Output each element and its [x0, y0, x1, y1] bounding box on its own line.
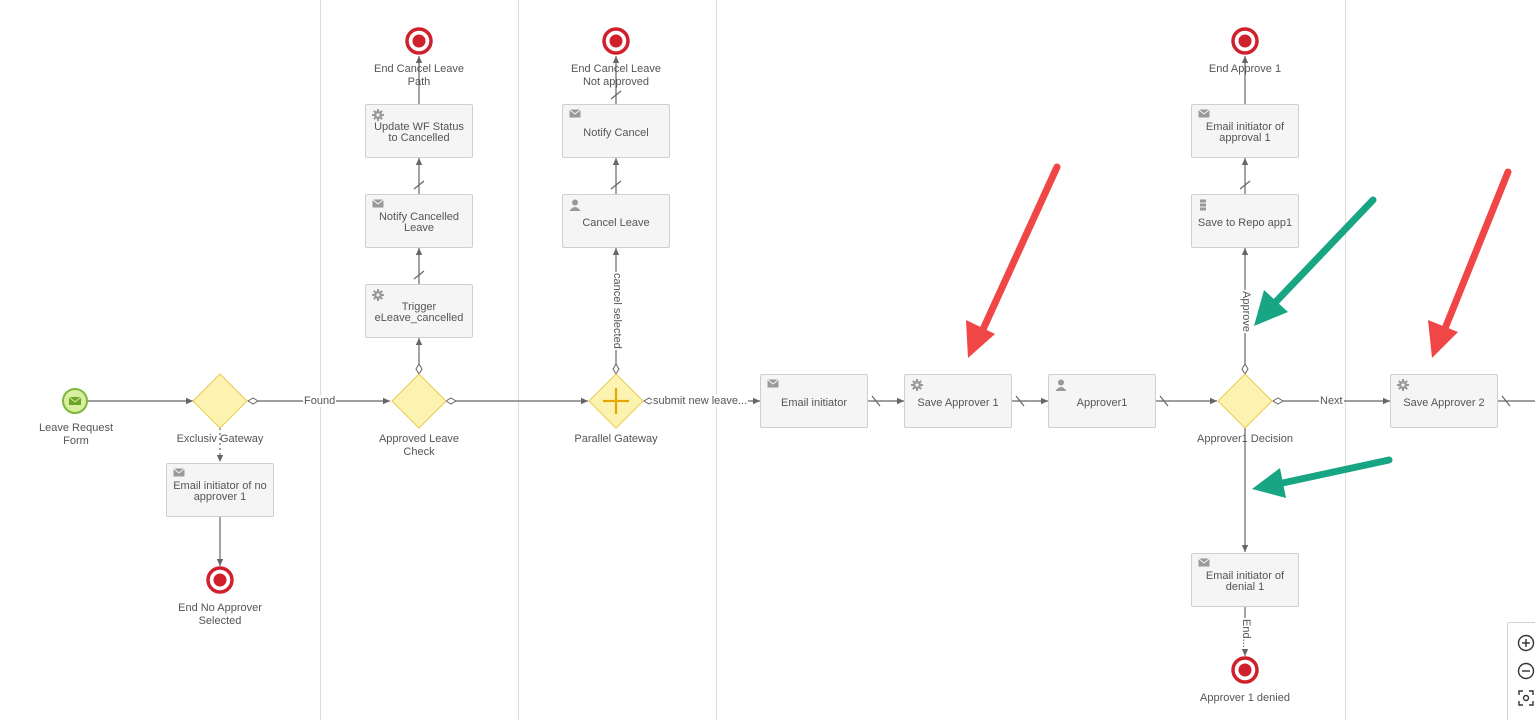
annotation-arrow-green — [1254, 196, 1377, 326]
gear-icon — [372, 109, 384, 121]
end-event-cancel-path[interactable] — [405, 27, 433, 55]
task-label: Cancel Leave — [582, 216, 650, 229]
task-label: Approver1 — [1076, 396, 1128, 409]
gear-icon — [372, 289, 384, 301]
task-cancel-leave[interactable]: Cancel Leave — [562, 194, 670, 248]
flow-label-next: Next — [1319, 395, 1344, 407]
envelope-icon — [1198, 109, 1210, 119]
gear-icon — [1397, 379, 1409, 391]
envelope-icon — [569, 109, 581, 119]
envelope-icon — [767, 379, 779, 389]
flow-label-end: End... — [1240, 618, 1252, 649]
task-update-wf-status[interactable]: Update WF Status to Cancelled — [365, 104, 473, 158]
task-save-repo-app1[interactable]: Save to Repo app1 — [1191, 194, 1299, 248]
task-label: Update WF Status to Cancelled — [374, 121, 464, 144]
task-label: Save to Repo app1 — [1197, 216, 1293, 229]
task-approver1[interactable]: Approver1 — [1048, 374, 1156, 428]
flow-label-submit-new-leave: submit new leave... — [652, 395, 749, 407]
annotation-arrow-red — [1428, 168, 1512, 358]
approver1-decision-gateway[interactable] — [1217, 373, 1273, 429]
zoom-in-icon[interactable] — [1516, 633, 1535, 653]
envelope-icon — [1198, 558, 1210, 568]
exclusive-gateway[interactable] — [192, 373, 248, 429]
task-save-approver-2[interactable]: Save Approver 2 — [1390, 374, 1498, 428]
task-label: Save Approver 1 — [917, 396, 999, 409]
approved-leave-check-gateway[interactable] — [391, 373, 447, 429]
gear-icon — [911, 379, 923, 391]
task-label: Notify Cancel — [583, 126, 649, 139]
task-label: Email initiator — [780, 396, 848, 409]
zoom-controls — [1507, 622, 1535, 720]
annotation-arrow-green — [1252, 456, 1393, 498]
approver-1-denied-label: Approver 1 denied — [1200, 692, 1290, 704]
start-event-label: Leave Request Form — [39, 422, 113, 447]
end-event-approver-1-denied[interactable] — [1231, 656, 1259, 684]
end-event-cancel-not-approved[interactable] — [602, 27, 630, 55]
approved-leave-check-label: Approved Leave Check — [378, 433, 460, 458]
flow-label-cancel-selected: cancel selected — [611, 272, 623, 350]
end-no-approver-label: End No Approver Selected — [178, 602, 262, 627]
envelope-icon — [372, 199, 384, 209]
user-icon — [569, 199, 581, 211]
fit-to-screen-icon[interactable] — [1516, 688, 1535, 708]
start-event[interactable] — [62, 388, 88, 414]
parallel-gateway[interactable] — [588, 373, 644, 429]
lane-divider — [716, 0, 717, 720]
task-email-no-approver[interactable]: Email initiator of no approver 1 — [166, 463, 274, 517]
zoom-out-icon[interactable] — [1516, 661, 1535, 681]
end-event-no-approver[interactable] — [206, 566, 234, 594]
task-label: Email initiator of no approver 1 — [173, 480, 267, 503]
task-trigger-cancelled[interactable]: Trigger eLeave_cancelled — [365, 284, 473, 338]
lane-divider — [1345, 0, 1346, 720]
task-label: Save Approver 2 — [1403, 396, 1485, 409]
task-email-approval-1[interactable]: Email initiator of approval 1 — [1191, 104, 1299, 158]
task-notify-cancelled-leave[interactable]: Notify Cancelled Leave — [365, 194, 473, 248]
exclusive-gateway-label: Exclusiv Gateway — [176, 433, 264, 445]
database-icon — [1198, 199, 1210, 211]
lane-divider — [320, 0, 321, 720]
end-cancel-path-label: End Cancel Leave Path — [374, 63, 464, 88]
flow-label-found: Found — [303, 395, 337, 407]
task-notify-cancel[interactable]: Notify Cancel — [562, 104, 670, 158]
approver1-decision-label: Approver1 Decision — [1197, 433, 1293, 445]
end-event-approve-1[interactable] — [1231, 27, 1259, 55]
annotation-arrow-red — [966, 163, 1061, 358]
parallel-gateway-label: Parallel Gateway — [574, 433, 658, 445]
task-label: Email initiator of approval 1 — [1205, 121, 1285, 144]
task-email-initiator[interactable]: Email initiator — [760, 374, 868, 428]
end-cancel-not-approved-label: End Cancel Leave Not approved — [571, 63, 661, 88]
task-label: Trigger eLeave_cancelled — [374, 301, 464, 324]
task-label: Notify Cancelled Leave — [378, 211, 460, 234]
task-label: Email initiator of denial 1 — [1205, 570, 1285, 593]
end-approve-1-label: End Approve 1 — [1208, 63, 1282, 75]
user-icon — [1055, 379, 1067, 391]
task-email-denial-1[interactable]: Email initiator of denial 1 — [1191, 553, 1299, 607]
envelope-icon — [173, 468, 185, 478]
flow-label-approve: Approve — [1240, 290, 1252, 333]
task-save-approver-1[interactable]: Save Approver 1 — [904, 374, 1012, 428]
lane-divider — [518, 0, 519, 720]
